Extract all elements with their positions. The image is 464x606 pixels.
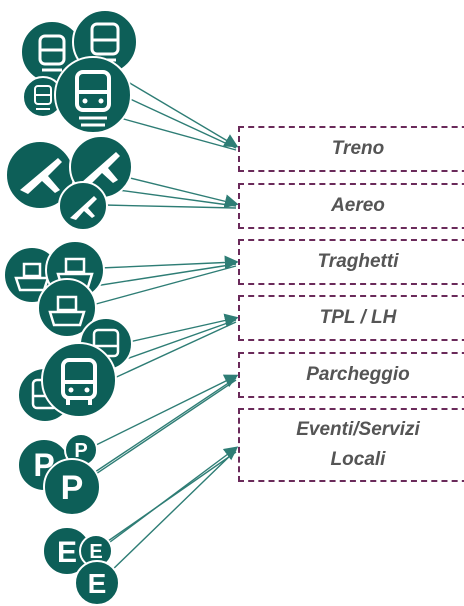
svg-text:E: E (57, 536, 77, 569)
label-box-plane: Aereo (238, 183, 464, 229)
ship-icon-group (3, 240, 105, 338)
bus-icon (41, 342, 117, 418)
airplane-icon (5, 140, 75, 210)
bus-icon-group (17, 317, 133, 423)
train-icon-group (20, 9, 138, 134)
parking-icon: P (43, 458, 101, 516)
label-plane: Aereo (331, 195, 385, 216)
svg-text:E: E (89, 541, 102, 563)
label-ferry: Traghetti (317, 251, 399, 272)
parking-icon: P (64, 433, 98, 467)
svg-text:P: P (61, 469, 84, 507)
train-icon (54, 56, 132, 134)
arrow-lines (71, 81, 239, 575)
label-events: Eventi/Servizi Locali (296, 419, 420, 470)
label-bus: TPL / LH (319, 307, 397, 328)
label-box-parking: Parcheggio (238, 352, 464, 398)
svg-text:P: P (74, 440, 87, 462)
label-parking: Parcheggio (306, 364, 410, 385)
parking-icon-group: P P P (17, 433, 101, 516)
label-box-bus: TPL / LH (238, 295, 464, 341)
event-icon: E (42, 526, 92, 576)
label-box-events: Eventi/Servizi Locali (238, 408, 464, 482)
event-icon-group: E E E (42, 526, 120, 606)
airplane-icon-group (5, 135, 133, 231)
event-icon: E (74, 560, 120, 606)
label-box-train: Treno (238, 126, 464, 172)
airplane-icon (58, 181, 108, 231)
ship-icon (37, 278, 97, 338)
label-train: Treno (331, 138, 385, 159)
label-box-ferry: Traghetti (238, 239, 464, 285)
svg-text:E: E (88, 568, 107, 599)
